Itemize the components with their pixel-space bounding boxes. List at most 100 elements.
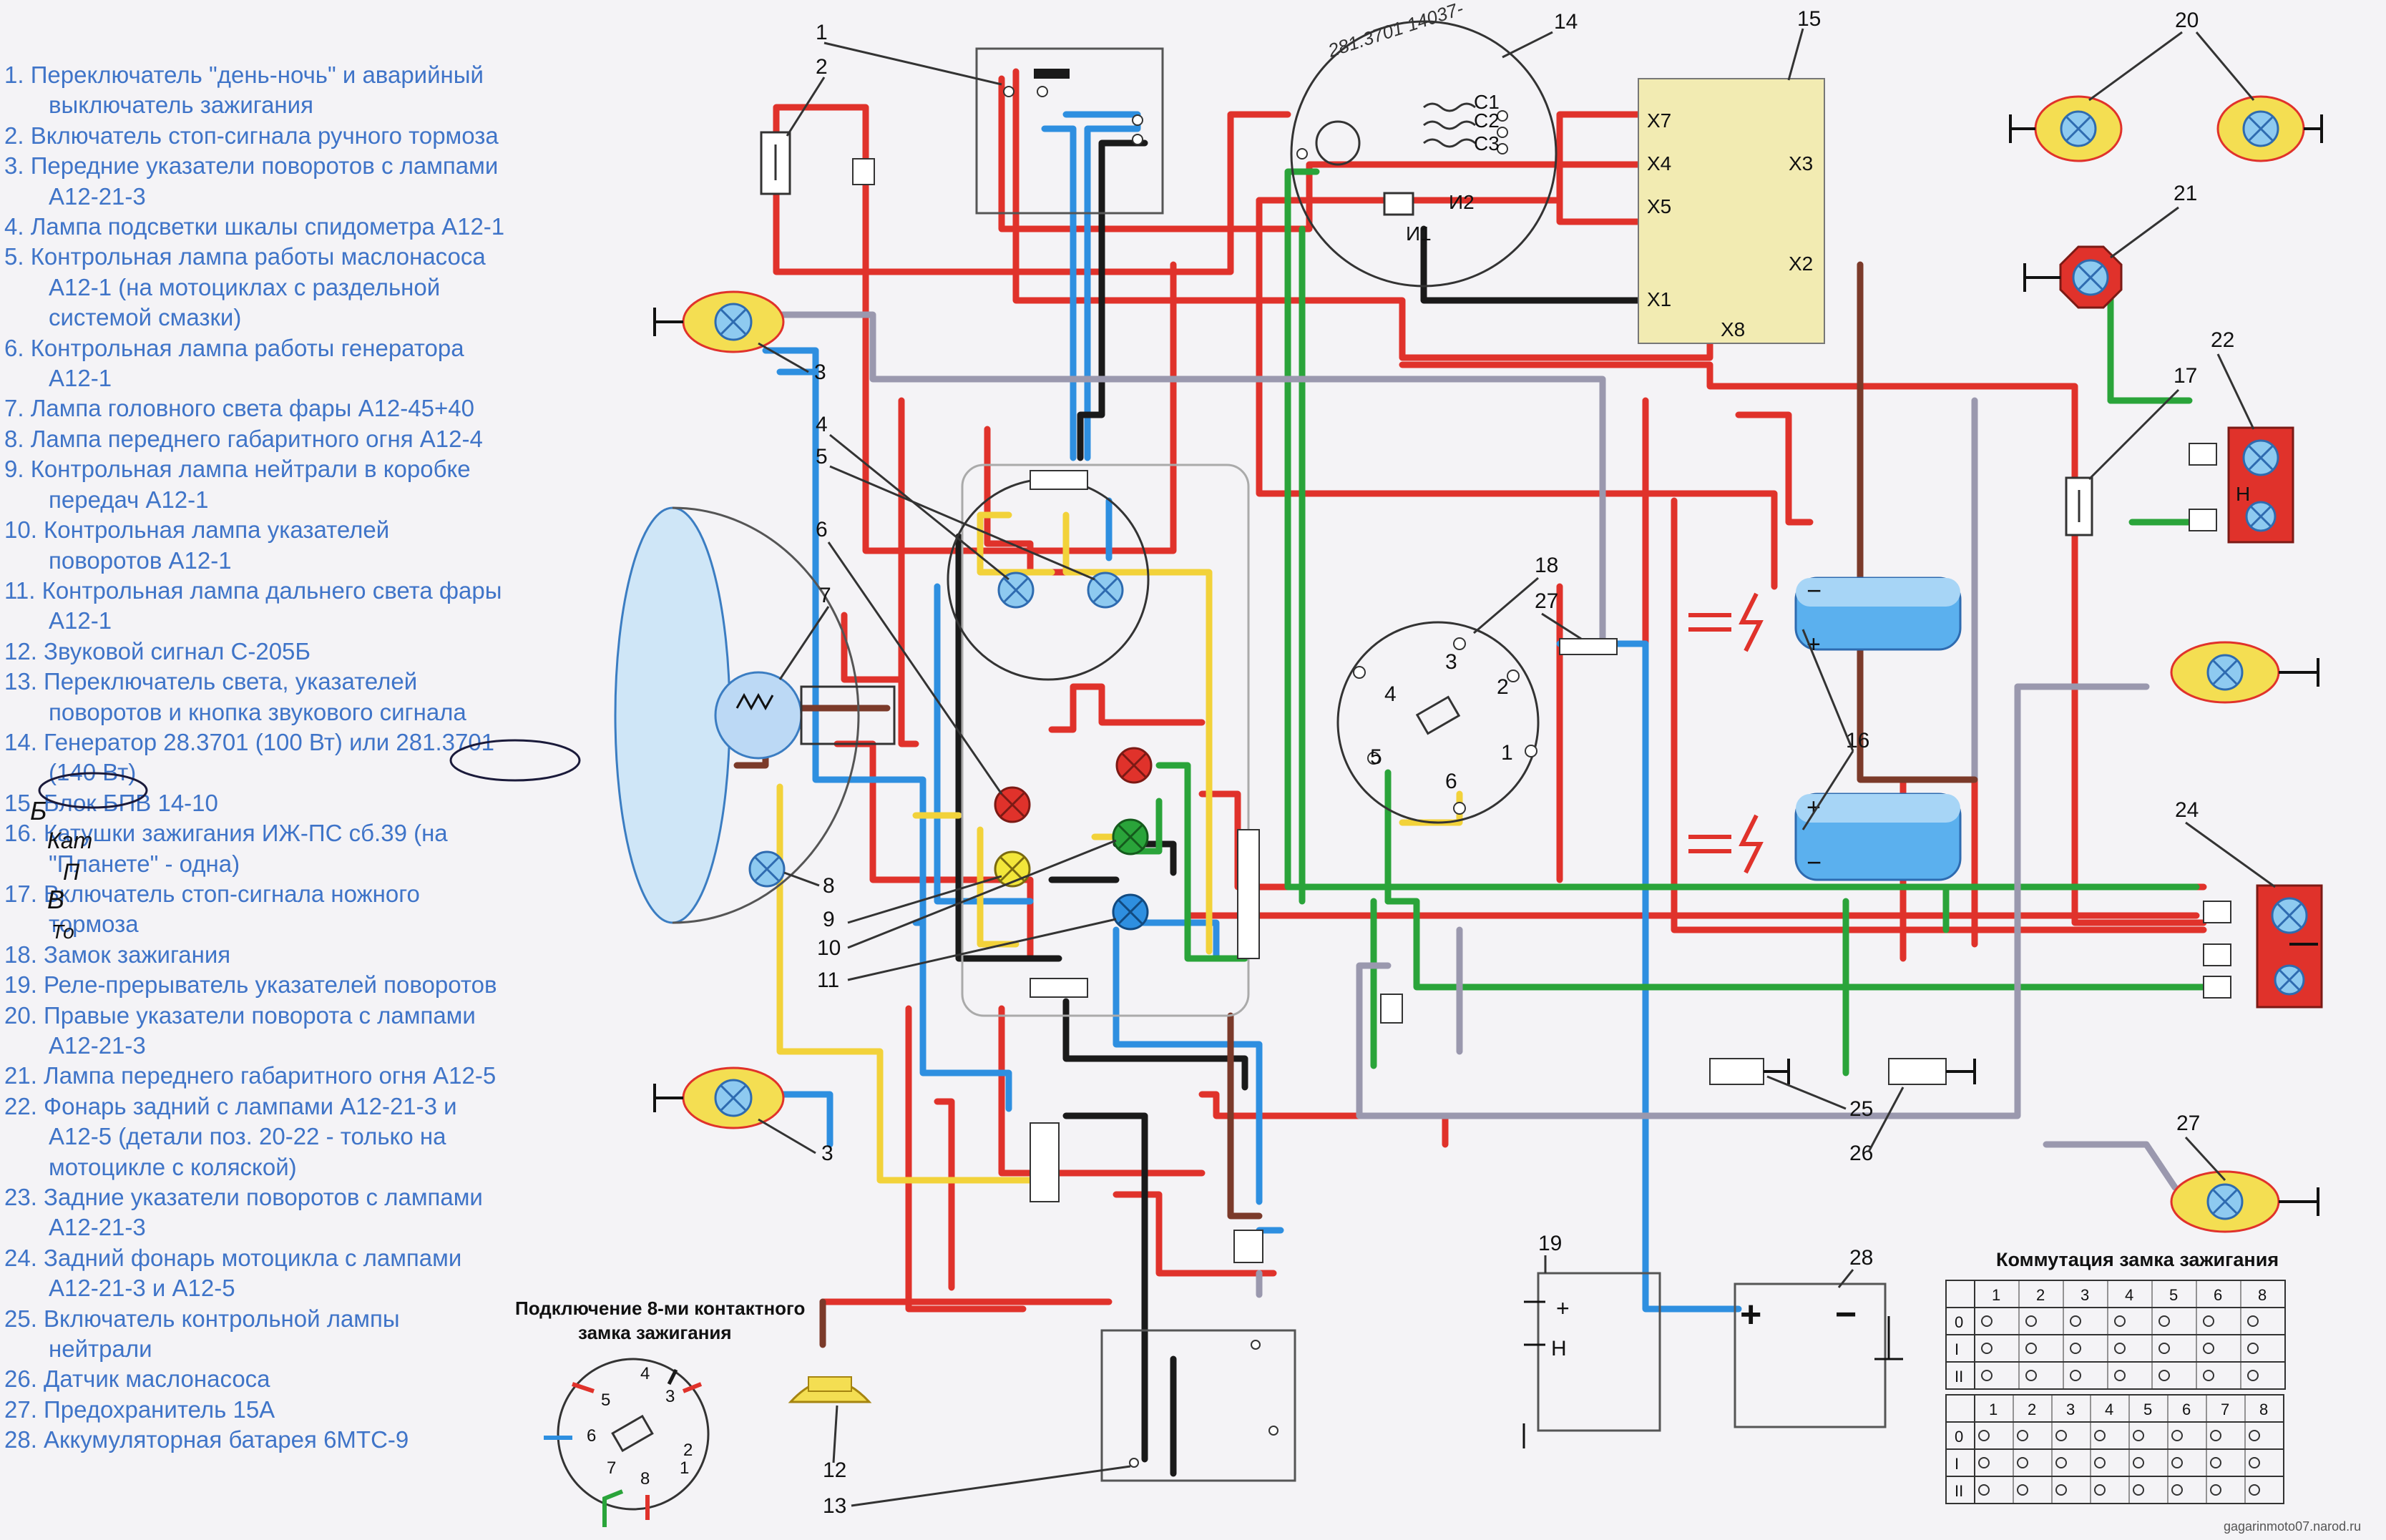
wire-red — [905, 1005, 1027, 1313]
sidecar-front-position-lamp — [2023, 245, 2123, 309]
legend-item: 28. Аккумуляторная батарея 6МТС-9 — [4, 1426, 409, 1453]
contact-mark — [2210, 1457, 2221, 1468]
legend-item: А12-1 — [49, 607, 112, 634]
contact-mark — [2070, 1315, 2081, 1327]
label-10: 10 — [817, 936, 841, 960]
label-19: 19 — [1538, 1232, 1562, 1255]
wire-red — [1399, 361, 2207, 926]
legend-item: 5. Контрольная лампа работы маслонасоса — [4, 243, 486, 270]
legend-item: 6. Контрольная лампа работы генератора — [4, 334, 464, 361]
pin8-label-5: 5 — [601, 1391, 610, 1410]
horn — [788, 1376, 872, 1403]
table-column-header: 3 — [2066, 1401, 2075, 1418]
legend-item: 27. Предохранитель 15А — [4, 1396, 275, 1423]
wire-red — [898, 397, 919, 747]
wire-layer — [698, 68, 2293, 1477]
contact-mark — [2094, 1457, 2106, 1468]
gen-c2: С2 — [1474, 109, 1500, 132]
contact-mark — [2249, 1430, 2260, 1441]
legend-item: А12-5 (детали поз. 20-22 - только на — [49, 1123, 446, 1150]
fuse-15a — [1559, 638, 1618, 655]
contact-mark — [2094, 1484, 2106, 1496]
contact-mark — [2247, 1370, 2259, 1381]
legend-item: 13. Переключатель света, указателей — [4, 668, 418, 695]
legend-item: поворотов и кнопка звукового сигнала — [49, 698, 466, 725]
table-column-header: 6 — [2182, 1401, 2191, 1418]
legend-item: 25. Включатель контрольной лампы — [4, 1305, 400, 1332]
contact-mark — [2133, 1457, 2144, 1468]
label-8: 8 — [823, 874, 835, 898]
legend-item: 2. Включатель стоп-сигнала ручного тормо… — [4, 122, 499, 149]
wire-black — [955, 533, 1062, 962]
wire-gray — [2043, 1141, 2179, 1191]
label-1: 1 — [816, 21, 828, 44]
day-night-switch — [975, 47, 1164, 215]
legend-item: 4. Лампа подсветки шкалы спидометра А12-… — [4, 213, 505, 240]
block-x7: Х7 — [1647, 109, 1671, 132]
contact-mark — [2249, 1484, 2260, 1496]
wire-black — [1420, 225, 1649, 304]
wire-blue — [1113, 926, 1263, 1205]
front-turn-signal-left — [653, 290, 785, 353]
wire-gray — [698, 311, 1606, 647]
label-21: 21 — [2174, 182, 2197, 205]
contact-mark — [1981, 1343, 1993, 1354]
label-3-bottom: 3 — [821, 1142, 833, 1165]
pin8-label-3: 3 — [665, 1387, 675, 1406]
table-row-header: I — [1955, 1340, 1959, 1358]
wire-black — [1077, 139, 1148, 461]
label-12: 12 — [823, 1458, 846, 1482]
legend-item: 19. Реле-прерыватель указателей поворото… — [4, 971, 497, 999]
contact-mark — [2247, 1315, 2259, 1327]
table-column-header: 1 — [1989, 1401, 1998, 1418]
contact-mark — [2203, 1370, 2214, 1381]
gen-i1: И1 — [1406, 222, 1432, 245]
coil-top-plus: + — [1806, 631, 1821, 658]
rear-turn-signal-lower — [2170, 1170, 2319, 1233]
label-26: 26 — [1849, 1142, 1873, 1165]
label-13: 13 — [823, 1494, 846, 1518]
legend-item: А12-21-3 — [49, 1214, 146, 1241]
wire-red — [1198, 1091, 1449, 1148]
legend-item: 20. Правые указатели поворота с лампами — [4, 1001, 476, 1029]
contact-mark — [2158, 1370, 2170, 1381]
eight-pin-connection: Подключение 8-ми контактного замка зажиг… — [515, 1298, 805, 1527]
wire-red — [998, 1005, 1206, 1177]
pin8-label-4: 4 — [640, 1364, 650, 1383]
gen-c1: С1 — [1474, 91, 1500, 113]
table-row-header: 0 — [1955, 1428, 1963, 1446]
wire-yellow — [776, 783, 1034, 1184]
contact-mark — [1981, 1370, 1993, 1381]
legend-item: 23. Задние указатели поворотов с лампами — [4, 1184, 483, 1211]
rear-lamp — [2203, 884, 2323, 1009]
block-x8: Х8 — [1721, 318, 1745, 340]
legend-item: 11. Контрольная лампа дальнего света фар… — [4, 577, 502, 604]
contact-mark — [2025, 1370, 2037, 1381]
legend-item: 3. Передние указатели поворотов с лампам… — [4, 152, 499, 180]
legend-item: 21. Лампа переднего габаритного огня А12… — [4, 1062, 497, 1089]
contact-mark — [2247, 1343, 2259, 1354]
label-7: 7 — [819, 584, 831, 607]
label-2: 2 — [816, 55, 828, 79]
legend-item: 17. Включатель стоп-сигнала ножного — [4, 880, 420, 907]
contact-mark — [2114, 1343, 2126, 1354]
contact-mark — [2133, 1484, 2144, 1496]
wire-red — [934, 1098, 955, 1291]
label-28: 28 — [1849, 1246, 1873, 1270]
wire-blue — [934, 583, 1034, 905]
wire-red — [773, 104, 1177, 554]
lock-pin-3: 3 — [1445, 650, 1457, 674]
contact-mark — [2133, 1430, 2144, 1441]
wire-black — [1062, 998, 1248, 1091]
legend-item: 18. Замок зажигания — [4, 941, 231, 968]
wire-red — [1735, 411, 1814, 526]
contact-mark — [1978, 1484, 1990, 1496]
contact-mark — [2114, 1315, 2126, 1327]
legend-item: передач А12-1 — [49, 486, 209, 513]
contact-mark — [2158, 1343, 2170, 1354]
wire-blue — [1127, 919, 1220, 962]
gen-i2: И2 — [1449, 191, 1475, 213]
label-27-rear: 27 — [2176, 1112, 2200, 1135]
